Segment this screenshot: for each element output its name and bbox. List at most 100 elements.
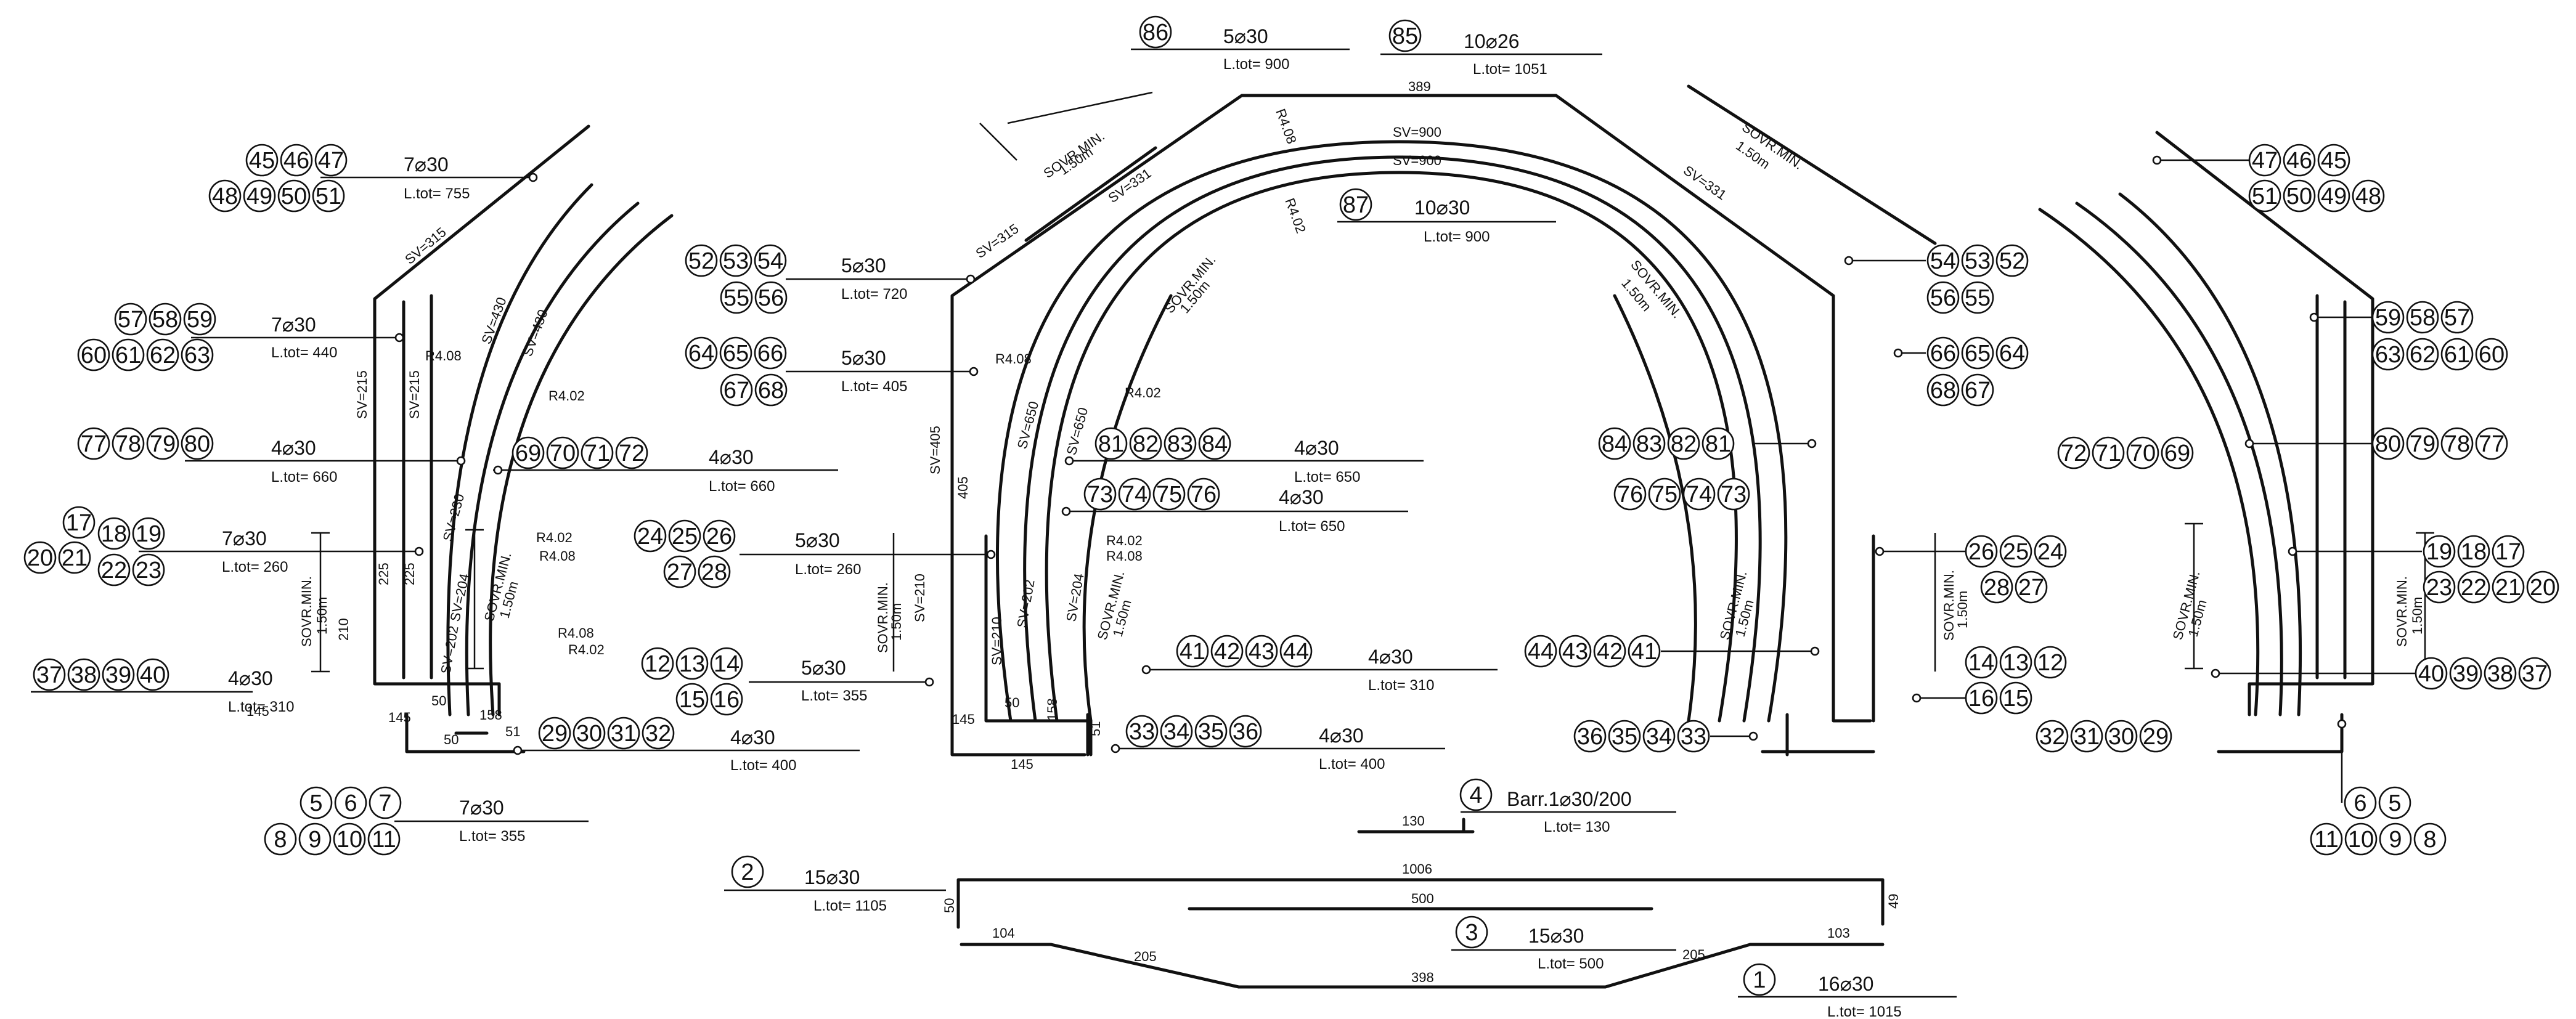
leader-dot — [924, 677, 934, 687]
mark-balloon-r40-row-38: 38 — [2484, 657, 2517, 690]
mark-balloon-c24-top-25: 25 — [668, 519, 701, 553]
dim-398: 398 — [1411, 970, 1434, 985]
bar-spec-c87: 10⌀30 — [1414, 197, 1470, 219]
mark-balloon-r54-top-52: 52 — [1995, 244, 2029, 277]
mark-number-31: 31 — [611, 721, 637, 747]
bar-spec-c57: 7⌀30 — [271, 314, 316, 336]
mark-balloon-r72-row-71: 71 — [2092, 436, 2125, 469]
bar-spec-c69: 4⌀30 — [709, 446, 754, 468]
mark-balloon-c17-left-20: 20 — [23, 541, 57, 574]
leader-dot — [2244, 439, 2254, 449]
mark-number-21: 21 — [62, 545, 88, 571]
mark-balloon-c69-row-71: 71 — [581, 436, 614, 469]
mark-balloon-r6-top-5: 5 — [2378, 786, 2411, 819]
mark-balloon-r76-row-74: 74 — [1682, 477, 1716, 511]
mark-balloon-c41-row-42: 42 — [1210, 635, 1244, 668]
mark-number-63: 63 — [2375, 342, 2401, 368]
mark-balloon-r19-bottom-22: 22 — [2457, 570, 2490, 604]
mark-number-38: 38 — [2487, 661, 2513, 687]
mark-number-34: 34 — [1646, 724, 1672, 750]
mark-number-22: 22 — [2461, 575, 2487, 601]
mark-number-38: 38 — [71, 662, 97, 688]
mark-number-71: 71 — [2095, 440, 2121, 466]
bar-spec-c52: 5⌀30 — [841, 254, 886, 277]
mark-number-46: 46 — [283, 148, 309, 174]
mark-number-4: 4 — [1469, 782, 1482, 808]
mark-number-25: 25 — [672, 524, 698, 550]
mark-balloon-c64-bottom-68: 68 — [754, 373, 788, 407]
right-bottom-leg — [2217, 713, 2344, 753]
mark-balloon-r36-row-36: 36 — [1573, 720, 1607, 753]
mark-number-13: 13 — [2003, 650, 2029, 676]
mark-number-85: 85 — [1392, 23, 1418, 49]
mark-balloon-c17-bottom-22: 22 — [97, 553, 131, 587]
mark-balloon-c5-bottom-11: 11 — [367, 822, 401, 856]
mark-number-60: 60 — [81, 343, 107, 368]
mark-number-48: 48 — [2355, 184, 2381, 209]
mark-number-5: 5 — [309, 790, 322, 816]
mark-number-14: 14 — [1968, 650, 1994, 676]
left-dim-158: 158 — [479, 707, 502, 723]
center-sv-405: SV=405 — [927, 426, 943, 474]
mark-number-32: 32 — [2039, 724, 2065, 750]
leader-dot — [1810, 646, 1820, 656]
mark-number-41: 41 — [1631, 639, 1657, 665]
mark-balloon-r6-top-6: 6 — [2344, 786, 2377, 819]
mark-number-77: 77 — [81, 431, 107, 457]
center-r408b: R4.08 — [995, 351, 1032, 367]
mark-number-13: 13 — [679, 651, 705, 677]
mark-number-23: 23 — [136, 558, 161, 583]
leader-dot — [2337, 719, 2347, 729]
mark-number-29: 29 — [542, 721, 568, 747]
mark-balloon-r59-top-59: 59 — [2371, 301, 2405, 334]
mark-balloon-r19-bottom-21: 21 — [2492, 570, 2525, 604]
center-sv-210a: SV=210 — [912, 574, 927, 622]
mark-number-68: 68 — [758, 378, 784, 404]
right-overlap-b-l1: SOVR.MIN. — [2394, 576, 2410, 647]
mark-balloon-r40-row-40: 40 — [2415, 657, 2448, 690]
mark-balloon-r84-row-82: 82 — [1667, 427, 1700, 460]
mark-number-16: 16 — [1968, 686, 1994, 712]
mark-balloon-r59-bottom-62: 62 — [2406, 338, 2439, 371]
mark-balloon-c52-top-53: 53 — [719, 244, 752, 277]
center-sv-202: SV=202 — [1014, 579, 1037, 629]
leader-dot — [456, 456, 466, 466]
mark-number-10: 10 — [2348, 827, 2374, 853]
right-arc-inner — [2118, 192, 2302, 717]
mark-number-37: 37 — [2522, 661, 2548, 687]
mark-balloon-c24-bottom-27: 27 — [663, 555, 696, 588]
mark-number-45: 45 — [249, 148, 275, 174]
mark-balloon-r19-top-17: 17 — [2492, 535, 2525, 568]
mark-number-2: 2 — [741, 859, 754, 885]
mark-balloon-c12-top-14: 14 — [710, 647, 743, 680]
mark-balloon-r84-row-84: 84 — [1598, 427, 1631, 460]
center-r402b: R4.02 — [1125, 385, 1161, 400]
mark-number-36: 36 — [1577, 724, 1603, 750]
mark-balloon-c64-top-66: 66 — [754, 336, 787, 370]
mark-balloon-r14-top-13: 13 — [1999, 646, 2032, 679]
right-overlap-b-l2: 1.50m — [2410, 597, 2425, 635]
center-dim-145a: 145 — [952, 712, 975, 727]
mark-number-74: 74 — [1686, 482, 1712, 508]
mark-balloon-c33-row-35: 35 — [1194, 715, 1228, 748]
mark-balloon-r66-bottom-68: 68 — [1926, 373, 1960, 407]
mark-balloon-r47-bottom-51: 51 — [2248, 179, 2281, 213]
mark-number-39: 39 — [105, 662, 131, 688]
center-overlap-l-l1: SOVR.MIN. — [875, 582, 891, 653]
mark-balloon-c77-row-79: 79 — [146, 427, 179, 460]
mark-balloon-r36-row-33: 33 — [1677, 720, 1710, 753]
mark-balloon-r59-bottom-61: 61 — [2440, 338, 2474, 371]
mark-number-44: 44 — [1528, 639, 1554, 665]
bottom-bars: 1006 500 50 49 104 205 398 205 103 130 — [942, 813, 1901, 989]
bar-spec-c3: 15⌀30 — [1528, 925, 1584, 947]
mark-balloon-c86-row-86: 86 — [1139, 15, 1172, 49]
mark-balloon-c17-bottom-23: 23 — [132, 553, 165, 587]
mark-number-68: 68 — [1930, 378, 1956, 404]
mark-number-65: 65 — [1965, 341, 1991, 367]
left-outer-bar — [373, 124, 590, 717]
mark-balloon-c45-top-45: 45 — [245, 144, 279, 177]
leader-dot — [1141, 665, 1151, 675]
mark-number-66: 66 — [1930, 341, 1956, 367]
mark-balloon-c73-row-73: 73 — [1083, 477, 1117, 511]
mark-number-82: 82 — [1671, 431, 1697, 457]
